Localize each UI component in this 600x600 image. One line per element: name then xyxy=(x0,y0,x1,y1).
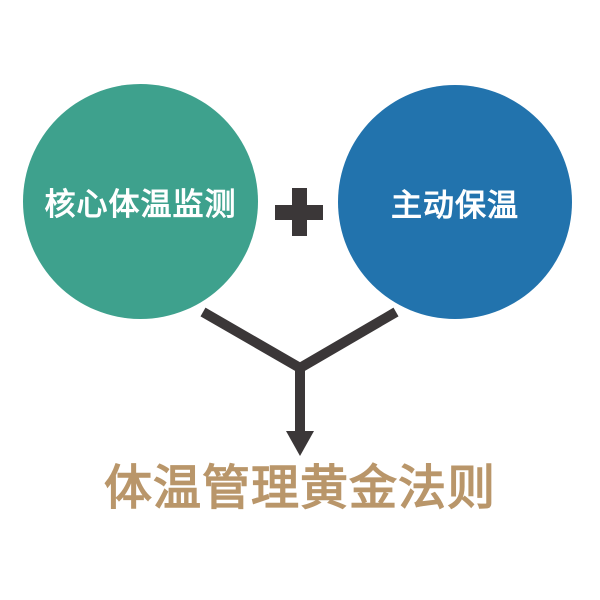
result-title: 体温管理黄金法则 xyxy=(103,462,496,515)
arrow-head xyxy=(286,431,314,456)
plus-icon xyxy=(275,188,323,236)
right-circle-label: 主动保温 xyxy=(391,187,519,223)
plus-horizontal-bar xyxy=(275,205,323,220)
converge-lines xyxy=(200,307,399,374)
plus-vertical-bar xyxy=(292,188,307,236)
left-circle-label: 核心体温监测 xyxy=(44,187,237,222)
down-arrow-icon xyxy=(200,307,399,456)
left-circle: 核心体温监测 xyxy=(23,84,258,319)
right-circle: 主动保温 xyxy=(338,85,572,319)
